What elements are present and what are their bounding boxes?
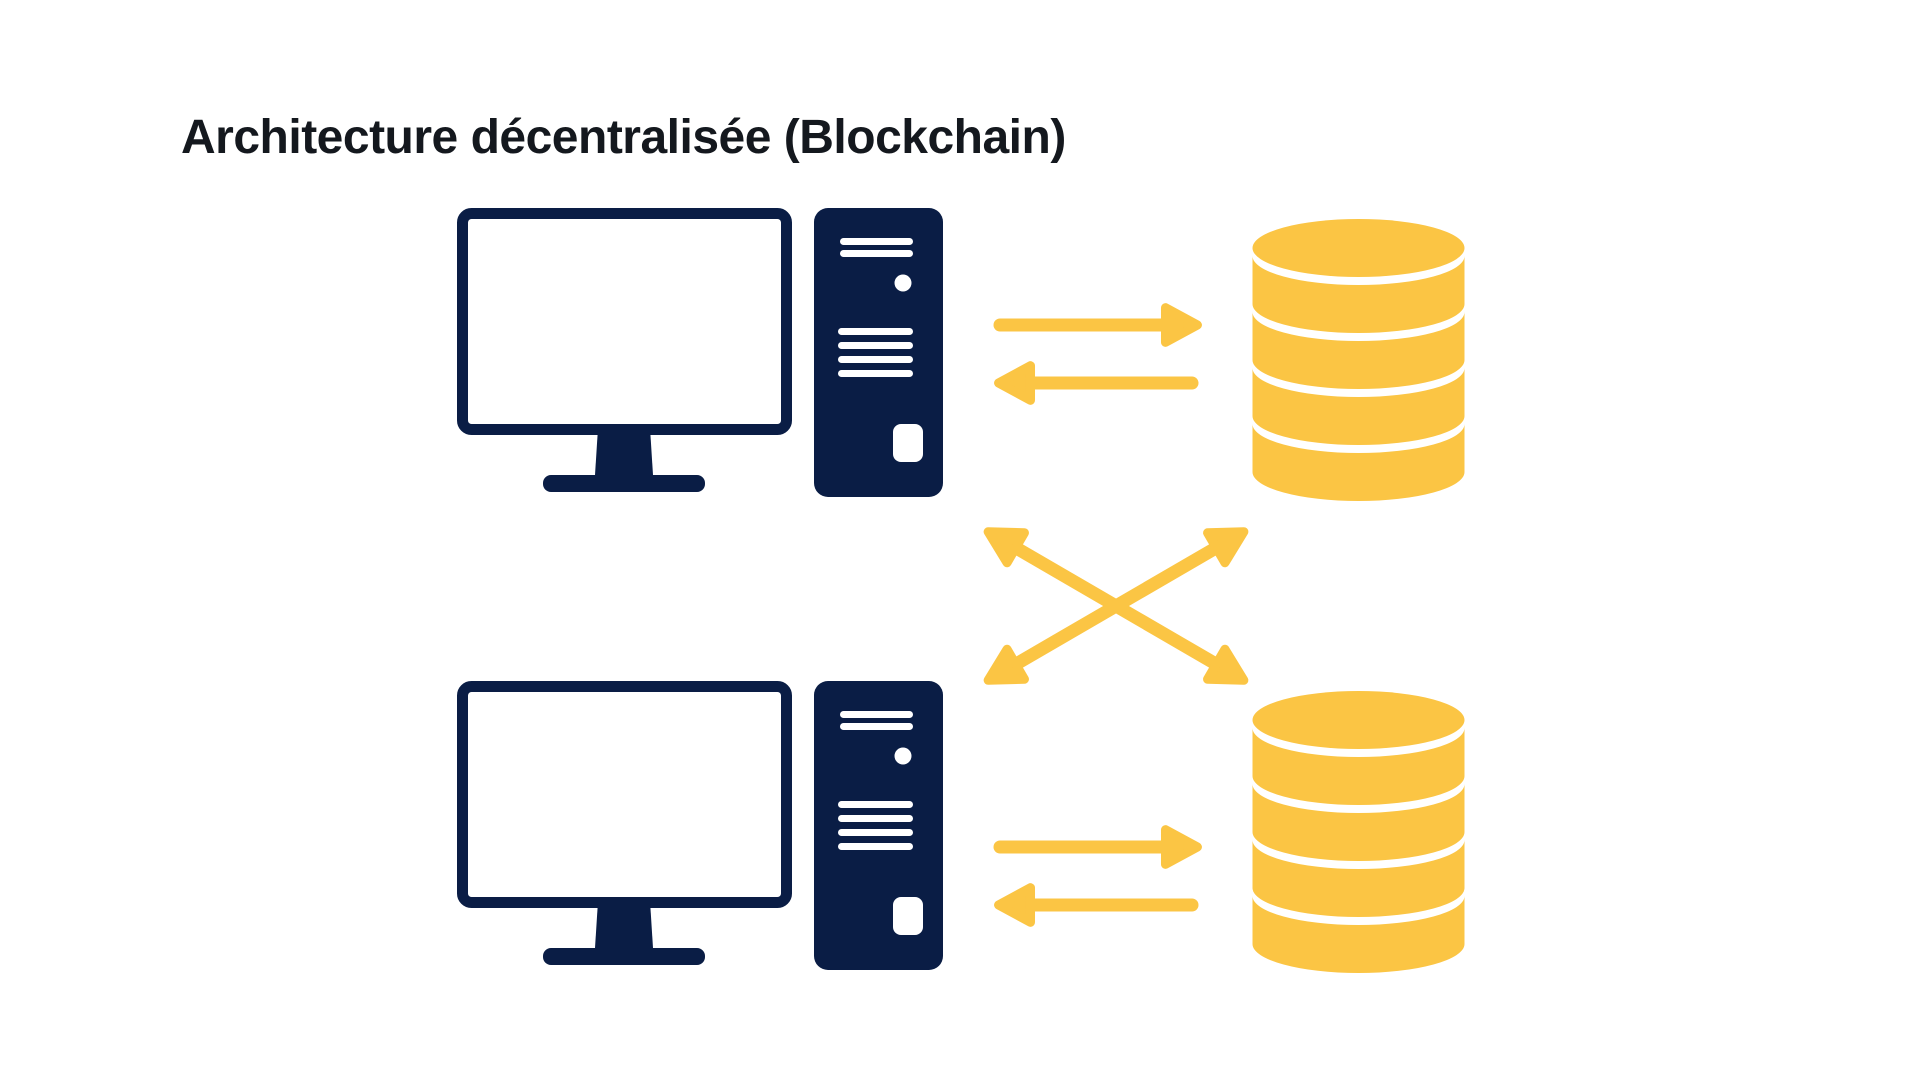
tower-vent-line — [838, 328, 913, 335]
database-layer — [1252, 424, 1465, 501]
monitor-icon — [457, 681, 792, 965]
server-tower-icon — [814, 681, 943, 970]
tower-vent-line — [838, 843, 913, 850]
tower-power-led — [894, 274, 912, 292]
tower-power-led — [894, 747, 912, 765]
monitor-stand-neck — [595, 901, 653, 948]
tower-vent-line — [840, 723, 913, 730]
bidirectional-arrows-icon — [993, 303, 1202, 405]
database-icon — [1252, 691, 1465, 973]
monitor-icon — [457, 208, 792, 492]
diagram-title: Architecture décentralisée (Blockchain) — [181, 111, 1066, 165]
tower-drive-bay — [893, 424, 923, 462]
computer-icon — [457, 208, 943, 497]
database-layer — [1252, 896, 1465, 973]
monitor-stand-base — [543, 475, 705, 492]
database-layer — [1252, 840, 1465, 917]
server-tower-icon — [814, 208, 943, 497]
database-layer — [1252, 784, 1465, 861]
tower-vent-line — [840, 711, 913, 718]
tower-vent-line — [838, 342, 913, 349]
crossed-double-arrows-icon — [983, 527, 1249, 685]
tower-vent-line — [838, 815, 913, 822]
bidirectional-arrows-icon — [993, 825, 1202, 927]
computer-icon — [457, 681, 943, 970]
tower-vent-line — [838, 370, 913, 377]
tower-vent-line — [838, 801, 913, 808]
database-top-disk — [1252, 691, 1465, 749]
database-layer — [1252, 728, 1465, 805]
monitor-screen — [457, 681, 792, 908]
monitor-stand-base — [543, 948, 705, 965]
database-layer — [1252, 312, 1465, 389]
database-icon — [1252, 219, 1465, 501]
tower-vent-line — [838, 356, 913, 363]
tower-vent-line — [838, 829, 913, 836]
tower-vent-line — [840, 250, 913, 257]
database-layer — [1252, 256, 1465, 333]
double-arrow-diagonal-up — [983, 527, 1249, 685]
monitor-stand-neck — [595, 428, 653, 475]
database-top-disk — [1252, 219, 1465, 277]
database-layer — [1252, 368, 1465, 445]
tower-drive-bay — [893, 897, 923, 935]
tower-vent-line — [840, 238, 913, 245]
monitor-screen — [457, 208, 792, 435]
